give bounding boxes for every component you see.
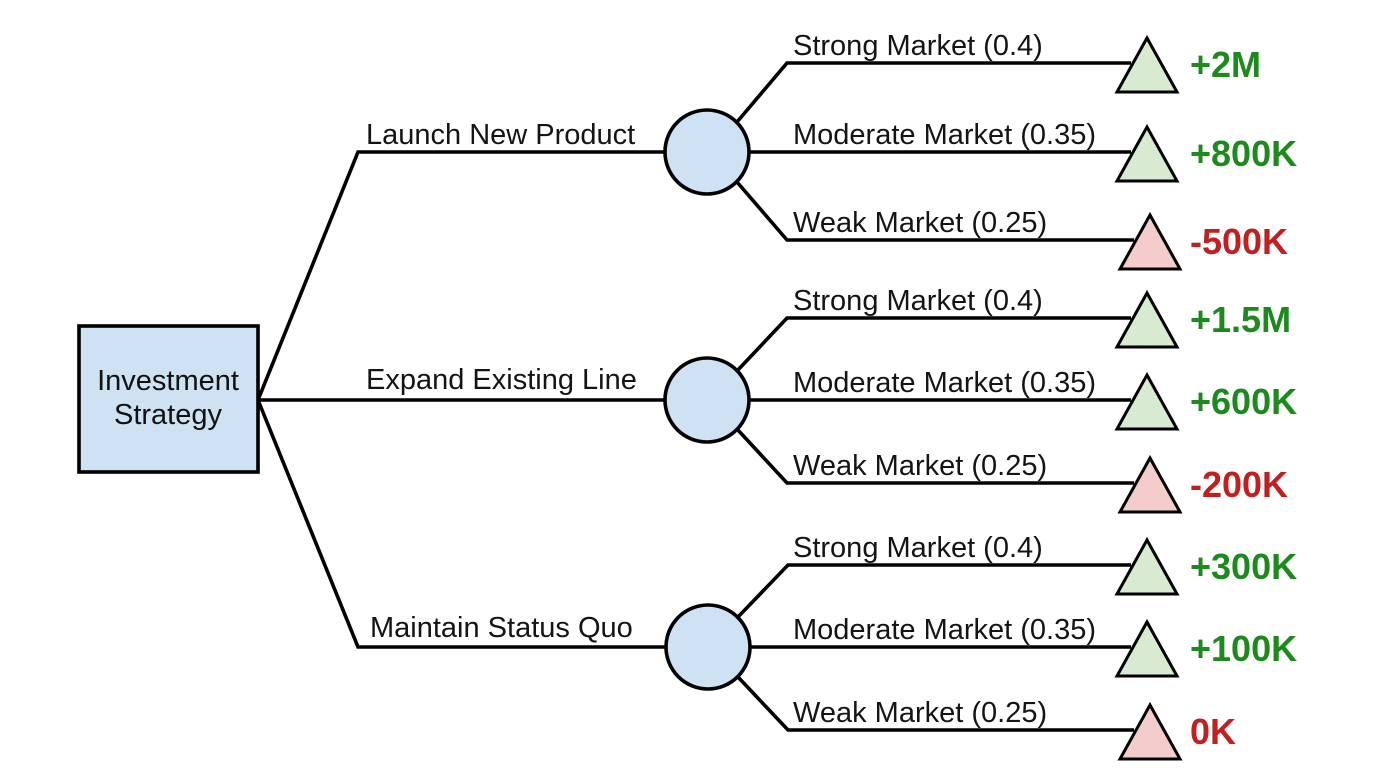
outcome-edge-maintain-strong: [736, 563, 1131, 619]
payoff-triangle-maintain-moderate: [1114, 618, 1180, 678]
payoff-value-expand-strong: +1.5M: [1190, 299, 1291, 340]
payoff-triangle-launch-moderate: [1114, 123, 1180, 183]
payoff-triangle-expand-moderate: [1114, 371, 1180, 431]
outcome-label-maintain-strong: Strong Market (0.4): [793, 532, 1043, 564]
payoff-value-expand-moderate: +600K: [1190, 381, 1297, 422]
outcome-label-maintain-weak: Weak Market (0.25): [793, 697, 1047, 729]
outcome-label-expand-strong: Strong Market (0.4): [793, 285, 1043, 317]
outcome-edge-launch-strong: [735, 61, 1131, 124]
outcome-label-expand-weak: Weak Market (0.25): [793, 450, 1047, 482]
outcome-edge-expand-strong: [735, 316, 1131, 373]
outcome-edge-maintain-weak: [736, 675, 1134, 732]
branch-edge-launch: [256, 150, 666, 401]
outcome-label-launch-strong: Strong Market (0.4): [793, 30, 1043, 62]
chance-node-expand: [663, 356, 751, 444]
branch-label-expand: Expand Existing Line: [366, 364, 637, 396]
payoff-triangle-launch-weak: [1117, 211, 1183, 271]
outcome-edge-launch-weak: [735, 180, 1134, 242]
outcome-label-expand-moderate: Moderate Market (0.35): [793, 367, 1096, 399]
outcome-label-maintain-moderate: Moderate Market (0.35): [793, 614, 1096, 646]
decision-node: [77, 324, 260, 474]
payoff-triangle-expand-strong: [1114, 289, 1180, 349]
decision-node-label-line2: Strategy: [114, 399, 222, 431]
payoff-triangle-launch-strong: [1114, 34, 1180, 94]
outcome-label-launch-weak: Weak Market (0.25): [793, 207, 1047, 239]
chance-node-launch: [663, 108, 751, 196]
outcome-edge-expand-weak: [735, 427, 1134, 485]
payoff-value-maintain-moderate: +100K: [1190, 628, 1297, 669]
chance-node-maintain: [664, 603, 752, 691]
payoff-triangle-maintain-weak: [1117, 701, 1183, 761]
branch-edge-maintain: [256, 399, 667, 649]
payoff-value-launch-weak: -500K: [1190, 221, 1288, 262]
branch-label-maintain: Maintain Status Quo: [370, 612, 633, 644]
payoff-value-launch-moderate: +800K: [1190, 133, 1297, 174]
branch-label-launch: Launch New Product: [366, 119, 635, 151]
outcome-label-launch-moderate: Moderate Market (0.35): [793, 119, 1096, 151]
payoff-triangle-expand-weak: [1117, 454, 1183, 514]
payoff-value-expand-weak: -200K: [1190, 464, 1288, 505]
payoff-value-launch-strong: +2M: [1190, 44, 1261, 85]
payoff-value-maintain-strong: +300K: [1190, 546, 1297, 587]
payoff-value-maintain-weak: 0K: [1190, 711, 1236, 752]
decision-node-label-line1: Investment: [97, 365, 239, 397]
payoff-triangle-maintain-strong: [1114, 536, 1180, 596]
